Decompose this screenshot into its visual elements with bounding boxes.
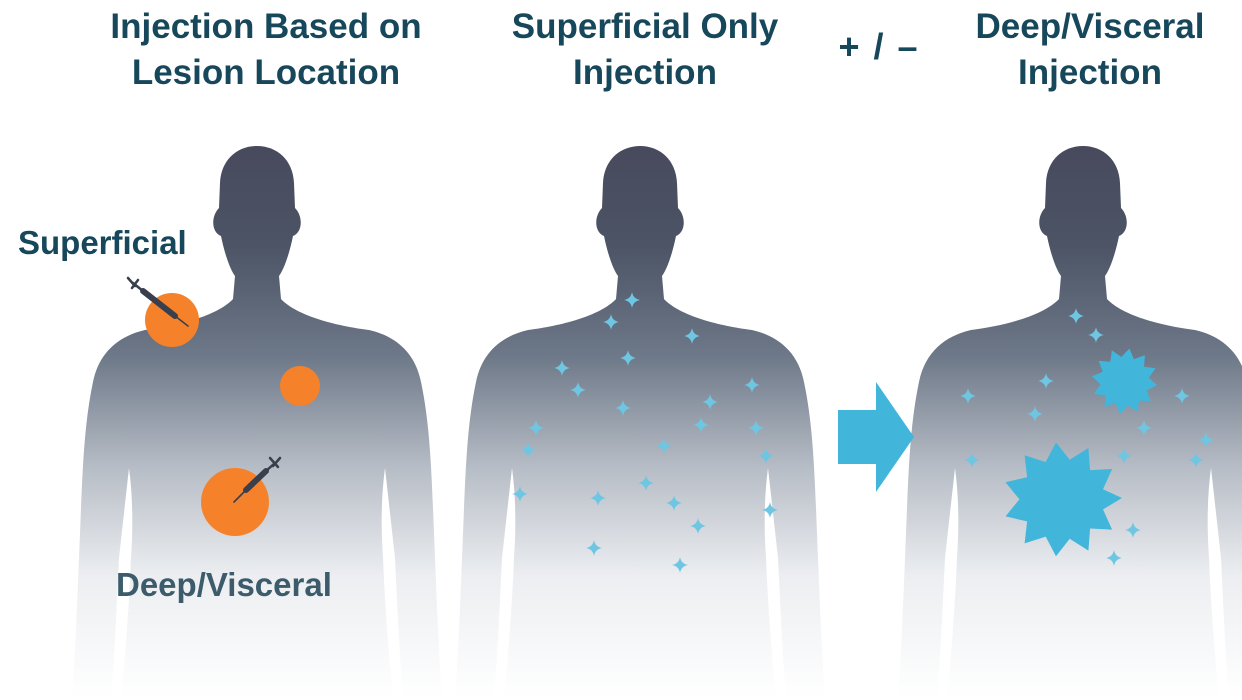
body-silhouette-right	[898, 146, 1242, 698]
small-lesion	[280, 366, 320, 406]
right-arrow-icon	[838, 382, 914, 492]
deep-visceral-label: Deep/Visceral	[116, 566, 332, 604]
superficial-label: Superficial	[18, 224, 187, 262]
body-silhouette-middle	[455, 146, 825, 698]
